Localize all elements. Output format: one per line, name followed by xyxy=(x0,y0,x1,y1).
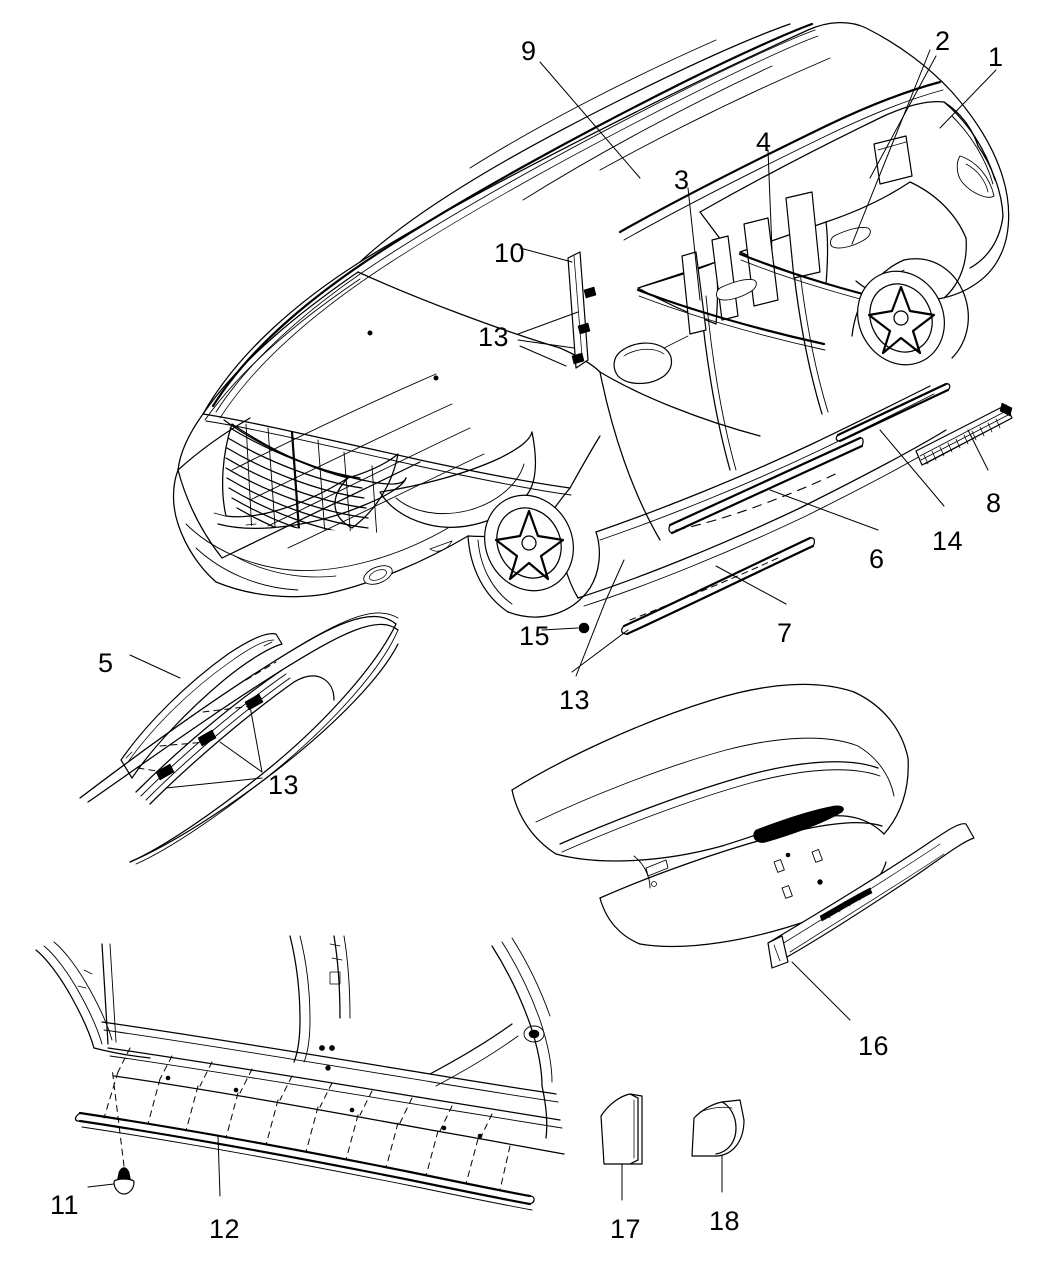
callout-11[interactable]: 11 xyxy=(50,1190,80,1220)
callout-6[interactable]: 6 xyxy=(869,544,885,574)
molding-12 xyxy=(74,1111,535,1211)
callout-5[interactable]: 5 xyxy=(98,648,114,678)
rear-wheel xyxy=(857,270,945,366)
callout-8[interactable]: 8 xyxy=(986,488,1002,518)
callout-4[interactable]: 4 xyxy=(756,127,772,157)
deck-lid-detail-illustration xyxy=(511,683,975,1021)
side-mirror xyxy=(613,335,689,385)
callout-12[interactable]: 12 xyxy=(209,1214,241,1244)
callout-13-a[interactable]: 13 xyxy=(478,322,510,352)
callout-14[interactable]: 14 xyxy=(932,526,964,556)
callout-17[interactable]: 17 xyxy=(610,1214,642,1244)
callout-9[interactable]: 9 xyxy=(521,36,537,66)
callout-16[interactable]: 16 xyxy=(858,1031,890,1061)
callout-7[interactable]: 7 xyxy=(777,618,793,648)
rocker-detail-illustration xyxy=(35,935,565,1211)
callout-18[interactable]: 18 xyxy=(709,1206,741,1236)
molding-8 xyxy=(915,402,1013,466)
part-15-nut xyxy=(578,622,590,634)
callout-13-b[interactable]: 13 xyxy=(268,770,300,800)
roof-rail-detail-illustration xyxy=(79,612,399,865)
main-vehicle-illustration xyxy=(172,22,1013,677)
molding-10 xyxy=(567,251,597,369)
callout-3[interactable]: 3 xyxy=(674,165,690,195)
callout-1[interactable]: 1 xyxy=(988,42,1004,72)
end-caps-illustration xyxy=(600,1093,745,1201)
clip-11 xyxy=(113,1167,135,1195)
callout-13-c[interactable]: 13 xyxy=(559,685,591,715)
assembly-dashes xyxy=(103,1047,511,1191)
callout-2[interactable]: 2 xyxy=(935,26,951,56)
callout-10[interactable]: 10 xyxy=(494,238,526,268)
applique-16 xyxy=(767,823,975,969)
callout-15[interactable]: 15 xyxy=(519,621,551,651)
front-wheel xyxy=(484,494,574,592)
grille-bars xyxy=(225,423,379,534)
